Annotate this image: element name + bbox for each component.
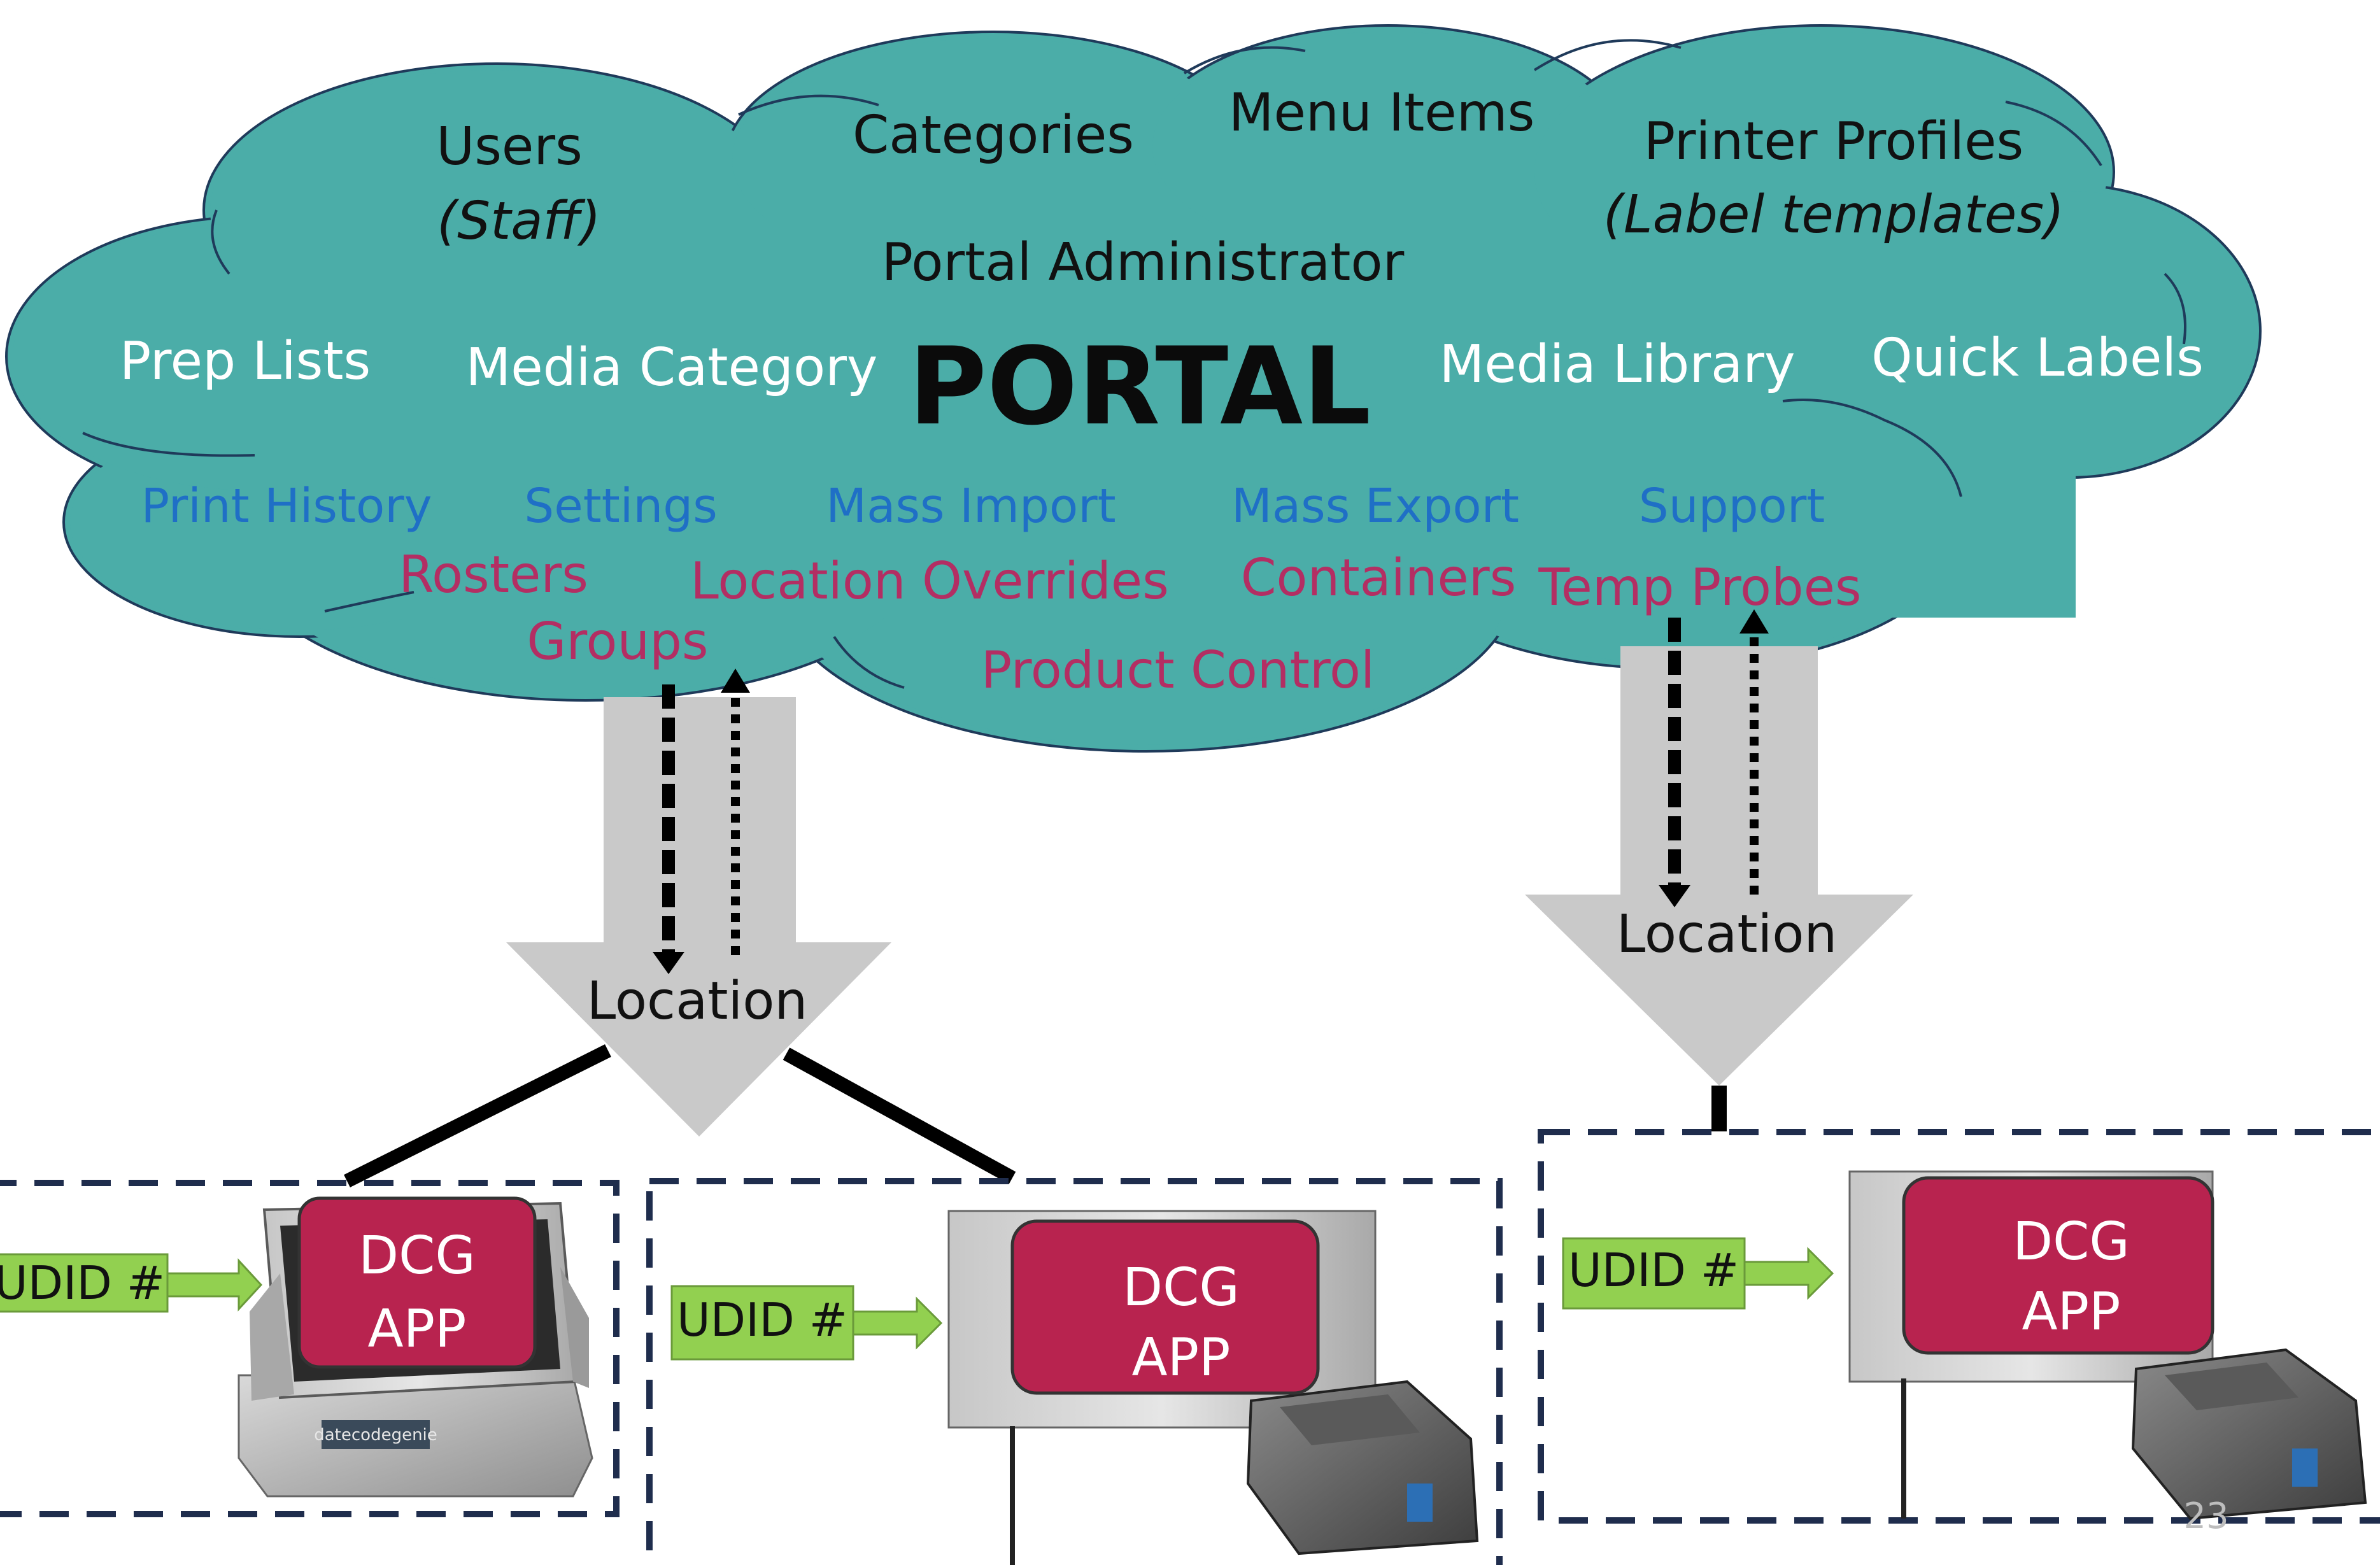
location-arrow-right: Location <box>1525 609 1913 1086</box>
categories-label: Categories <box>853 105 1134 166</box>
prep-lists-label: Prep Lists <box>120 331 371 392</box>
udid-tag-3 <box>1562 1237 1746 1310</box>
portal-title: PORTAL <box>909 324 1371 449</box>
dcg-app-tile-2 <box>1010 1219 1320 1395</box>
dcg-app-line1: DCG <box>2013 1212 2130 1272</box>
location-label-right: Location <box>1617 904 1838 965</box>
arrow-right-icon <box>166 1258 263 1312</box>
page-number: 23 <box>2183 1496 2228 1537</box>
connector-line <box>344 1044 611 1187</box>
containers-label: Containers <box>1241 548 1517 607</box>
product-control-label: Product Control <box>981 641 1375 700</box>
connector-stub <box>1711 1086 1727 1131</box>
support-label: Support <box>1639 479 1825 534</box>
portal-cloud <box>5 24 2262 753</box>
device-2: DCG APP UDID # <box>670 1210 1479 1565</box>
dcg-app-line2: APP <box>368 1299 467 1359</box>
dcg-app-line2: APP <box>1132 1328 1231 1388</box>
connector-line <box>783 1047 1016 1184</box>
users-label: Users <box>436 117 583 177</box>
dcg-app-line1: DCG <box>358 1226 476 1286</box>
device-3: DCG APP UDID # <box>1562 1170 2367 1520</box>
arrow-right-icon <box>852 1296 943 1350</box>
quick-labels-label: Quick Labels <box>1871 328 2204 388</box>
udid-label-1: UDID # <box>0 1256 165 1310</box>
arrow-right-icon <box>1743 1247 1834 1300</box>
groups-label: Groups <box>527 612 708 671</box>
menu-items-label: Menu Items <box>1229 83 1535 143</box>
device-box-1 <box>0 1180 620 1517</box>
portal-labels: Users (Staff) Categories Menu Items Prin… <box>120 83 2204 700</box>
rosters-label: Rosters <box>399 545 588 604</box>
dcg-app-line1: DCG <box>1123 1257 1240 1318</box>
mass-export-label: Mass Export <box>1231 479 1519 534</box>
brand-label: datecodegenie <box>314 1426 437 1445</box>
location-label-left: Location <box>587 971 808 1031</box>
settings-label: Settings <box>524 479 718 534</box>
dcg-app-line2: APP <box>2022 1282 2121 1342</box>
media-category-label: Media Category <box>466 337 878 398</box>
users-sub-label: (Staff) <box>437 191 601 251</box>
mass-import-label: Mass Import <box>826 479 1116 534</box>
udid-label-2: UDID # <box>677 1293 847 1347</box>
location-overrides-label: Location Overrides <box>690 551 1169 611</box>
dcg-app-tile-3 <box>1902 1176 2214 1355</box>
printer-profiles-sub-label: (Label templates) <box>1603 185 2064 245</box>
print-history-label: Print History <box>141 479 432 534</box>
device-1: datecodegenie DCG APP UDID # <box>0 1196 593 1498</box>
location-arrow-left: Location <box>506 669 891 1137</box>
portal-administrator-label: Portal Administrator <box>882 232 1405 293</box>
device-box-2 <box>646 1178 1503 1565</box>
temp-probes-label: Temp Probes <box>1538 558 1861 617</box>
printer-profiles-label: Printer Profiles <box>1644 111 2024 172</box>
udid-label-3: UDID # <box>1568 1243 1739 1297</box>
dcg-app-tile-1 <box>297 1196 537 1369</box>
media-library-label: Media Library <box>1439 334 1795 395</box>
device-box-3 <box>1538 1129 2380 1524</box>
